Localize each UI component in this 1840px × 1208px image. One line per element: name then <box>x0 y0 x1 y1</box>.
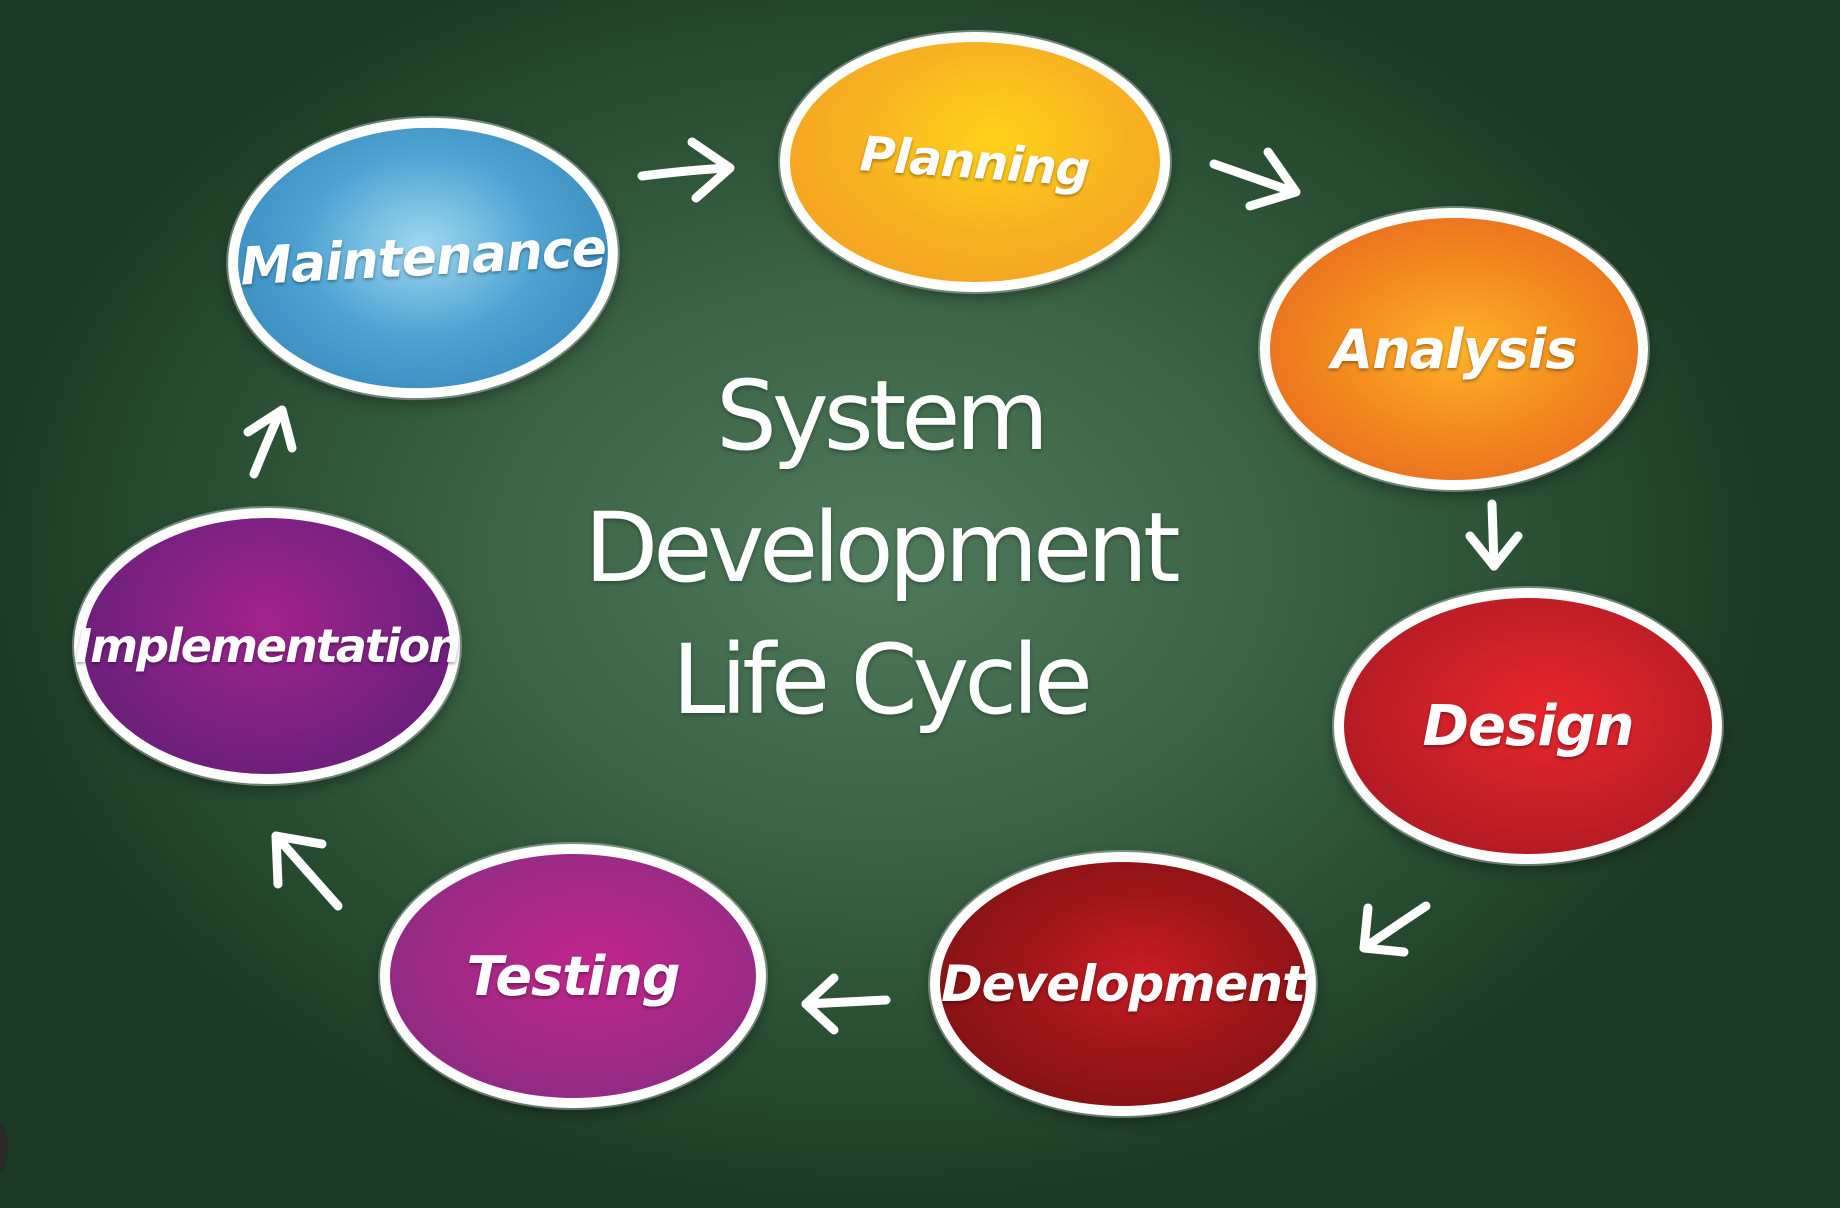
stage-label-maintenance: Maintenance <box>238 218 608 298</box>
stage-label-development: Development <box>941 955 1306 1013</box>
arrow-analysis-to-design <box>1465 499 1523 571</box>
title-line-3: Life Cycle <box>672 624 1093 736</box>
stage-label-analysis: Analysis <box>1331 317 1577 381</box>
stage-design: Design <box>1334 588 1722 864</box>
title-line-2: Development <box>584 492 1180 604</box>
stage-testing: Testing <box>380 844 766 1108</box>
arrow-planning-to-analysis <box>1209 147 1301 211</box>
stage-label-design: Design <box>1422 693 1635 759</box>
diagram-title: System Development Life Cycle <box>560 350 1200 746</box>
corner-shadow <box>0 1120 8 1176</box>
arrow-maintenance-to-planning <box>637 137 735 203</box>
stage-label-planning: Planning <box>858 126 1092 198</box>
arrow-implementation-to-maintenance <box>243 405 297 479</box>
arrow-testing-to-implementation <box>271 831 343 911</box>
stage-implementation: Implementation <box>74 508 461 784</box>
stage-development: Development <box>930 852 1316 1116</box>
arrow-design-to-development <box>1359 901 1431 957</box>
stage-label-implementation: Implementation <box>75 619 461 673</box>
title-line-1: System <box>716 360 1049 472</box>
stage-label-testing: Testing <box>466 944 680 1008</box>
stage-planning: Planning <box>780 32 1170 292</box>
stage-analysis: Analysis <box>1260 208 1648 490</box>
arrow-development-to-testing <box>801 973 891 1035</box>
